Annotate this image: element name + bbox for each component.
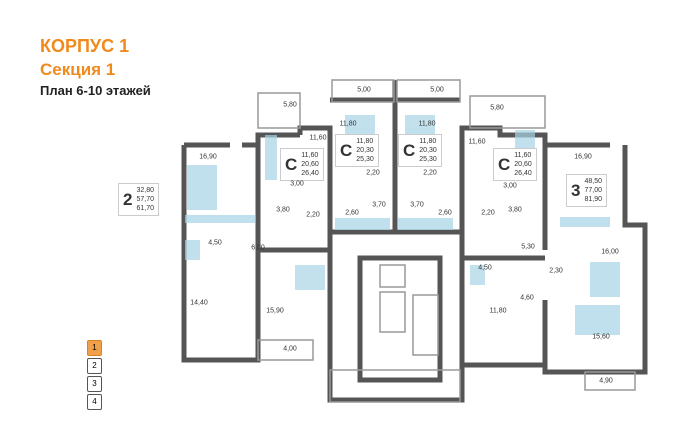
apt-area: 11,60 — [514, 152, 532, 159]
apt-type: С — [285, 154, 298, 174]
apt-area: 11,80 — [419, 138, 437, 145]
room-area-label: 15,90 — [266, 307, 284, 315]
room-area-label: 4,50 — [208, 239, 222, 247]
room-area-label: 6,00 — [251, 244, 265, 252]
balcony — [584, 371, 636, 391]
room-area-label: 15,60 — [592, 333, 610, 341]
apt-type: С — [340, 140, 353, 160]
room-area-label: 4,90 — [599, 377, 613, 385]
apt-area: 25,30 — [356, 156, 374, 163]
room-area-label: 5,00 — [357, 86, 371, 94]
apt-area: 26,40 — [301, 170, 319, 177]
apt-area: 81,90 — [584, 196, 602, 203]
kitchen — [470, 265, 485, 285]
room-area-label: 5,80 — [490, 104, 504, 112]
room-area-label: 11,60 — [468, 138, 486, 146]
room-area-label: 11,80 — [489, 307, 507, 315]
room-area-label: 5,80 — [283, 101, 297, 109]
room-area-label: 16,90 — [199, 153, 217, 161]
room-area-label: 4,00 — [283, 345, 297, 353]
wall — [542, 142, 648, 375]
room-area-label: 2,20 — [423, 169, 437, 177]
terrace — [329, 369, 461, 403]
balcony — [396, 79, 461, 103]
room-area-label: 14,40 — [190, 299, 208, 307]
apt-area: 20,60 — [301, 161, 319, 168]
apt-area: 26,40 — [514, 170, 532, 177]
room-area-label: 4,50 — [478, 264, 492, 272]
room-area-label: 5,00 — [430, 86, 444, 94]
balcony — [257, 339, 314, 361]
room-area-label: 3,80 — [276, 206, 290, 214]
room-area-label: 4,60 — [520, 294, 534, 302]
floor-selector-2[interactable]: 2 — [87, 358, 102, 374]
room-area-label: 3,00 — [290, 180, 304, 188]
room-area-label: 3,70 — [410, 201, 424, 209]
wall — [330, 80, 462, 235]
balcony — [469, 95, 546, 129]
sofa — [265, 135, 277, 180]
apt-area: 48,50 — [584, 178, 602, 185]
sofa — [560, 217, 610, 227]
apt-area: 11,60 — [301, 152, 319, 159]
apt-area: 61,70 — [136, 205, 154, 212]
floor-selector-1[interactable]: 1 — [87, 340, 102, 356]
room-area-label: 11,80 — [339, 120, 357, 128]
elevator — [379, 291, 406, 333]
apt-type: С — [498, 154, 511, 174]
room-area-label: 11,60 — [309, 134, 327, 142]
room-area-label: 2,60 — [345, 209, 359, 217]
apt-area: 11,80 — [356, 138, 374, 145]
balcony — [257, 92, 301, 129]
bath — [398, 218, 453, 230]
apt-area: 20,30 — [419, 147, 437, 154]
stairs — [412, 294, 439, 356]
apt-area: 77,00 — [584, 187, 602, 194]
room-area-label: 2,20 — [366, 169, 380, 177]
bed — [575, 305, 620, 335]
section-title: Секция 1 — [40, 60, 116, 79]
room-area-label: 3,80 — [508, 206, 522, 214]
room-area-label: 11,80 — [418, 120, 436, 128]
plan-title: План 6-10 этажей — [40, 83, 151, 98]
room-area-label: 3,00 — [503, 182, 517, 190]
floor-selector-4[interactable]: 4 — [87, 394, 102, 410]
kitchen — [185, 240, 200, 260]
room-area-label: 2,30 — [549, 267, 563, 275]
room-area-label: 2,20 — [481, 209, 495, 217]
apt-area: 20,60 — [514, 161, 532, 168]
bed — [187, 165, 217, 210]
apt-type: 2 — [123, 189, 133, 209]
wall — [357, 255, 443, 383]
apt-area: 57,70 — [136, 196, 154, 203]
room-area-label: 2,20 — [306, 211, 320, 219]
room-area-label: 5,30 — [521, 243, 535, 251]
apt-area: 25,30 — [419, 156, 437, 163]
apt-area: 20,30 — [356, 147, 374, 154]
room-area-label: 16,00 — [601, 248, 619, 256]
apt-type: С — [403, 140, 416, 160]
kitchen — [185, 215, 255, 223]
building-title: КОРПУС 1 — [40, 36, 130, 56]
bed — [590, 262, 620, 297]
floor-selector-3[interactable]: 3 — [87, 376, 102, 392]
elevator — [379, 264, 406, 288]
room-area-label: 3,70 — [372, 201, 386, 209]
room-area-label: 16,90 — [574, 153, 592, 161]
kitchen — [295, 265, 325, 290]
wall — [258, 145, 548, 368]
bath — [335, 218, 390, 230]
room-area-label: 2,60 — [438, 209, 452, 217]
balcony — [331, 79, 395, 103]
apt-area: 32,80 — [136, 187, 154, 194]
apt-type: 3 — [571, 180, 581, 200]
